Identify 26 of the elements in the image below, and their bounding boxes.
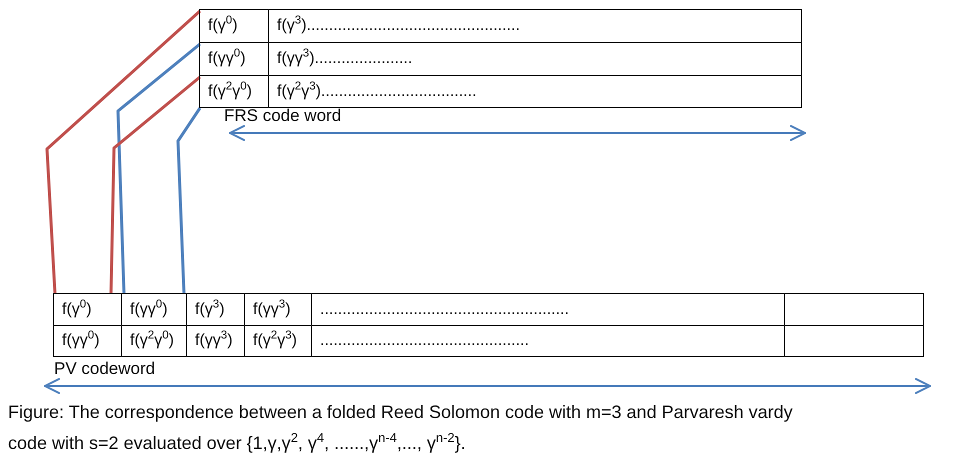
table-cell: ........................................................ — [311, 294, 784, 325]
table-caption: PV codeword — [54, 359, 156, 379]
figure-caption: Figure: The correspondence between a folded Reed Solomon code with m=3 and Parvaresh vardy code with s=2 evaluated over {1,γ,γ$^{2}$, γ$^{4}$, ......,γ$^{n-4}$,..., γ$^{n-2}$}. — [8, 401, 794, 455]
table-cell: f(γγ$^{3}$) — [244, 294, 311, 325]
code-table — [199, 9, 802, 108]
table-cell: ............................................... — [311, 325, 784, 356]
empty-table-cell — [784, 325, 923, 356]
table-cell: f(γ$^{3}$) — [186, 294, 244, 325]
correspondence-line — [176, 107, 202, 294]
table-cell: f(γ$^{0}$) — [200, 10, 268, 42]
table-cell: f(γ$^{2}$γ$^{3}$) — [244, 325, 311, 356]
table-cell: f(γ$^{2}$γ$^{3}$)................................... — [268, 75, 801, 107]
correspondence-line — [46, 10, 201, 294]
table-caption: FRS code word — [224, 106, 342, 126]
table-cell: f(γ$^{2}$γ$^{0}$) — [200, 75, 268, 107]
table-cell: f(γγ$^{0}$) — [200, 42, 268, 75]
code-table — [53, 293, 924, 357]
table-cell: f(γγ$^{3}$) — [186, 325, 244, 356]
table-cell: f(γγ$^{0}$) — [54, 325, 121, 356]
table-cell: f(γ$^{3}$)................................................ — [268, 10, 801, 42]
correspondence-line — [110, 76, 201, 294]
correspondence-line — [116, 42, 201, 294]
table-cell: f(γ$^{2}$γ$^{0}$) — [121, 325, 186, 356]
table-cell: f(γγ$^{0}$) — [121, 294, 186, 325]
table-cell: f(γ$^{0}$) — [54, 294, 121, 325]
table-cell: f(γγ$^{3}$)...................... — [268, 42, 801, 75]
